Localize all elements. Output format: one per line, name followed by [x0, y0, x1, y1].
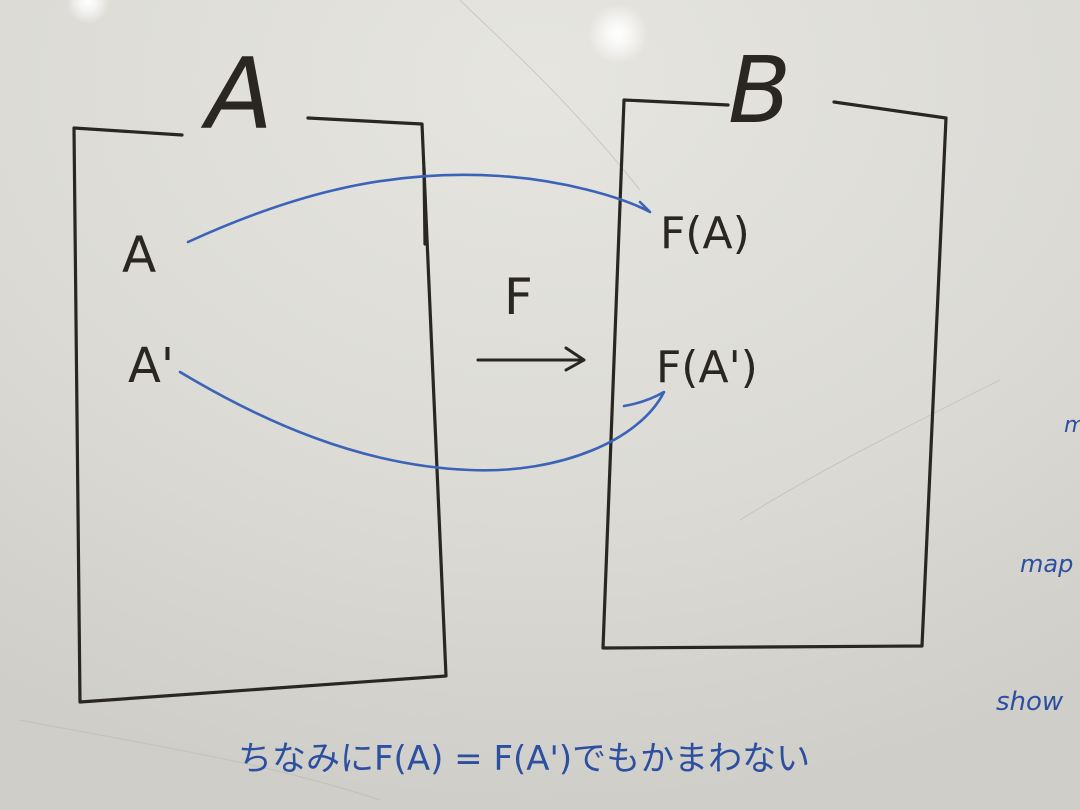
category-b-box: [601, 98, 948, 650]
board-smudges: [19, 0, 1001, 801]
category-a-title: A: [200, 38, 273, 152]
map-a-to-fa: [186, 173, 652, 244]
functor-arrow: [476, 346, 586, 372]
object-a-prime-label: A': [128, 338, 174, 394]
margin-note-top: m: [1064, 413, 1080, 438]
category-a-box: [72, 116, 448, 704]
functor-label: F: [504, 268, 533, 326]
image-a-label: F(A): [660, 208, 750, 259]
image-a-prime-label: F(A'): [656, 342, 758, 393]
note-text: ちなみにF(A) = F(A')でもかまわない: [238, 739, 810, 779]
margin-note-middle: map: [1020, 550, 1073, 578]
light-reflection: [588, 4, 648, 64]
margin-note-bottom: show: [996, 687, 1064, 717]
map-aprime-to-faprime: [178, 370, 666, 472]
category-b-title: B: [728, 37, 791, 144]
light-reflection: [66, 0, 110, 24]
object-a-label: A: [122, 226, 156, 284]
mapping-arrows: [178, 173, 666, 472]
